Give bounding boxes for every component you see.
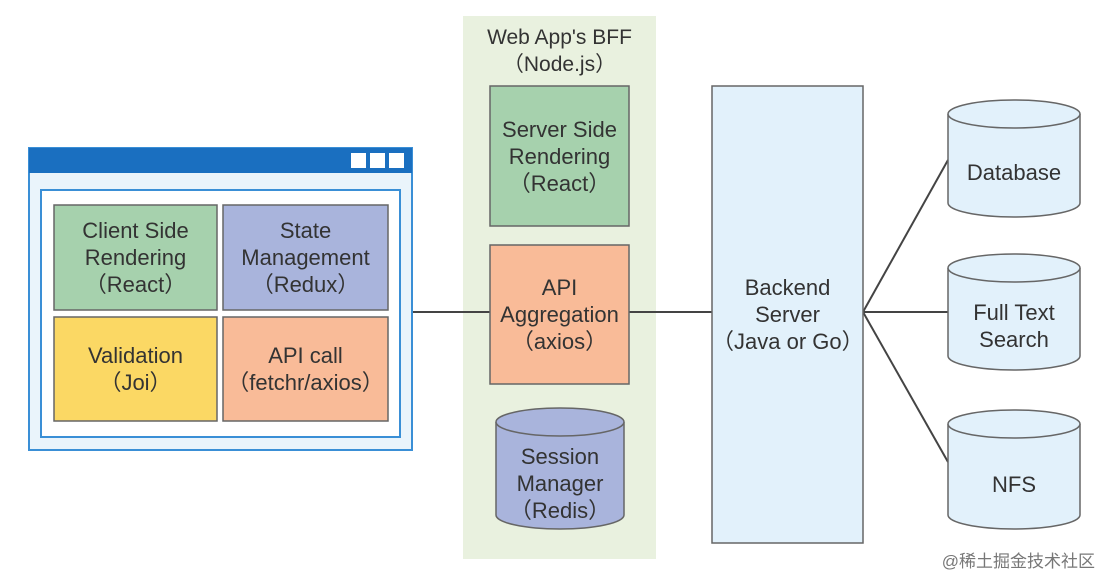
cell-label-line: Client Side	[82, 218, 189, 243]
cell-client-side-rendering	[53, 204, 218, 311]
box-label-line: NFS	[992, 471, 1036, 497]
box-label-line: （axios）	[511, 329, 608, 354]
cell-client-side-rendering-label: Client Side Rendering （React）	[54, 205, 217, 310]
box-label-line: Server	[755, 301, 820, 327]
cell-label-line: （fetchr/axios）	[227, 370, 384, 395]
cell-label-line: State	[279, 218, 332, 243]
cell-api-call-label: API call （fetchr/axios）	[223, 317, 388, 421]
bff-title-line: Web App's BFF	[487, 26, 632, 49]
cell-label-line: （Joi）	[99, 370, 172, 395]
cylinder-nfs	[947, 409, 1081, 530]
window-control-icon	[370, 153, 385, 168]
database-label: Database	[948, 128, 1080, 216]
nfs-label: NFS	[948, 438, 1080, 530]
box-label-line: Search	[979, 327, 1049, 352]
bff-title: Web App's BFF （Node.js）	[463, 22, 656, 80]
connector-backend-nfs	[862, 311, 949, 463]
connector-backend-database	[862, 159, 949, 313]
cylinder-database	[947, 99, 1081, 218]
watermark: @稀土掘金技术社区	[941, 552, 1095, 571]
box-api-aggregation	[489, 244, 630, 385]
cell-validation	[53, 316, 218, 422]
box-backend-server	[711, 85, 864, 544]
cell-validation-label: Validation （Joi）	[54, 317, 217, 421]
box-label-line: Manager	[516, 470, 604, 496]
cell-api-call	[222, 316, 389, 422]
window-control-icon	[351, 153, 366, 168]
box-label-line: Full Text	[973, 300, 1055, 325]
box-server-side-rendering	[489, 85, 630, 227]
session-manager-label: Session Manager （Redis）	[496, 436, 624, 530]
box-label-line: API	[541, 275, 578, 300]
box-label-line: Rendering	[508, 143, 611, 169]
bff-title-line: （Node.js）	[502, 53, 617, 76]
cell-label-line: Rendering	[84, 245, 187, 270]
cell-label-line: （Redux）	[251, 272, 360, 297]
box-api-aggregation-label: API Aggregation （axios）	[490, 245, 629, 384]
cylinder-full-text-search	[947, 253, 1081, 371]
cell-label-line: Management	[241, 245, 370, 270]
client-window-titlebar	[29, 148, 412, 173]
cell-label-line: Validation	[88, 343, 183, 368]
box-label-line: （React）	[508, 170, 611, 196]
box-server-side-rendering-label: Server Side Rendering （React）	[490, 86, 629, 226]
window-control-icon	[389, 153, 404, 168]
box-label-line: （Redis）	[509, 497, 611, 523]
cell-state-management-label: State Management （Redux）	[223, 205, 388, 310]
cylinder-session-manager	[495, 407, 625, 530]
box-label-line: Session	[520, 443, 600, 469]
box-label-line: （Java or Go）	[712, 328, 864, 354]
backend-server-label: Backend Server （Java or Go）	[712, 270, 864, 358]
cell-label-line: （React）	[84, 272, 187, 297]
box-label-line: Aggregation	[500, 302, 619, 327]
box-label-line: Database	[966, 159, 1062, 185]
full-text-search-label: Full Text Search	[948, 282, 1080, 370]
box-label-line: Backend	[744, 274, 831, 300]
cell-label-line: API call	[268, 343, 343, 368]
box-label-line: Server Side	[502, 116, 617, 142]
cell-state-management	[222, 204, 389, 311]
